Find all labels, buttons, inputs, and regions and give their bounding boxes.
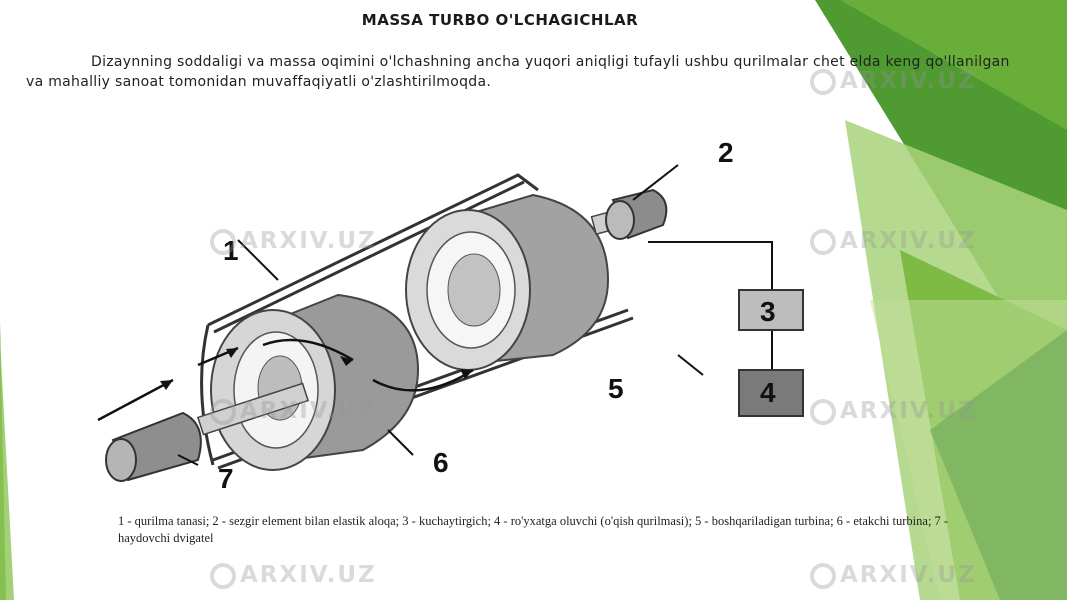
label-4: 4 <box>760 377 776 408</box>
label-3: 3 <box>760 296 776 327</box>
label-6: 6 <box>433 447 449 478</box>
watermark: ARXIV.UZ <box>210 398 377 425</box>
driven-turbine <box>405 193 610 371</box>
watermark: ARXIV.UZ <box>810 398 977 425</box>
amplifier-box <box>738 289 804 331</box>
flow-arrowheads <box>160 348 473 390</box>
watermark: ARXIV.UZ <box>810 68 977 95</box>
label-7: 7 <box>218 463 234 494</box>
turbo-meter-diagram: 2 1 3 4 5 6 7 <box>97 137 804 494</box>
watermark: ARXIV.UZ <box>810 228 977 255</box>
intro-paragraph: Dizaynning soddaligi va massa oqimini o'… <box>26 54 1010 90</box>
sensor-element <box>605 188 668 240</box>
watermark: ARXIV.UZ <box>810 562 977 589</box>
label-2: 2 <box>718 137 734 168</box>
watermark: ARXIV.UZ <box>210 562 377 589</box>
recorder-box <box>738 369 804 417</box>
driving-turbine <box>210 293 420 471</box>
drive-motor <box>105 411 202 482</box>
label-5: 5 <box>608 373 624 404</box>
diagram-caption: 1 - qurilma tanasi; 2 - sezgir element b… <box>118 514 949 545</box>
page-title: MASSA TURBO O'LCHAGICHLAR <box>361 11 639 29</box>
watermark: ARXIV.UZ <box>210 228 377 255</box>
signal-wires <box>177 164 773 466</box>
